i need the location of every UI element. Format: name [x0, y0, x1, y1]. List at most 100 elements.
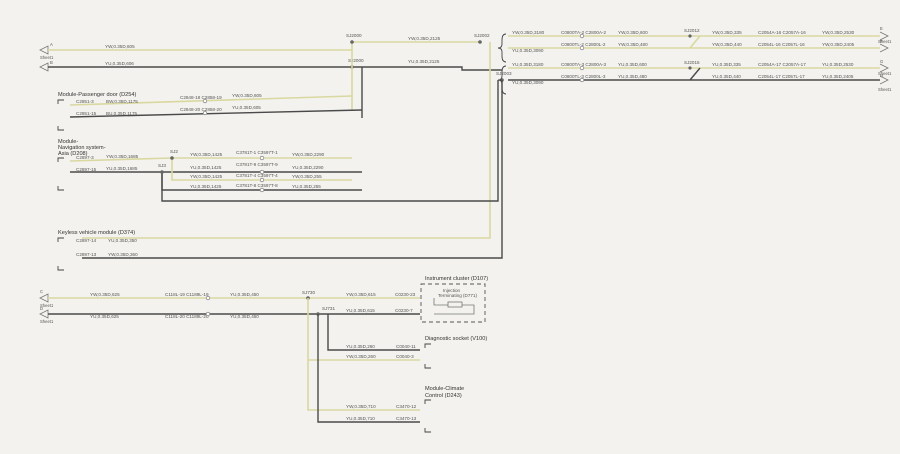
wire-label: YU,0.35D,3090 — [512, 48, 544, 53]
wire-right-row4 — [508, 67, 880, 81]
wire-label: YU,0.35D,450 — [230, 314, 259, 319]
module-title: Diagnostic socket (V100) — [425, 336, 487, 342]
wire-label: YW,0.35D,335 — [712, 30, 742, 35]
splice-label: SJ2003 — [496, 71, 512, 76]
terminator-label: Injection — [443, 288, 461, 293]
splice-label: SJ3 — [158, 163, 166, 168]
module-title: Module-Passenger door (D254) — [58, 92, 136, 98]
module-passenger-door[interactable]: Module-Passenger door (D254) — [57, 92, 136, 131]
wire-label: YU,0.35D,1425 — [190, 165, 222, 170]
sheet-ref-f[interactable]: F — [879, 39, 889, 53]
wire-label: YW,0.35D,255 — [292, 174, 322, 179]
connector-pin — [259, 155, 265, 161]
sheet-label: Sheet1 — [878, 87, 892, 92]
wire-label: YU,0.35D,2405 — [822, 74, 854, 79]
connector-pin — [202, 98, 208, 104]
wire-label: YU,0.35D,3180 — [512, 62, 544, 67]
wire-label: YW,0.35D,3180 — [512, 30, 545, 35]
sheet-letter-c: C — [40, 289, 43, 294]
connector-label: C118L-19 C1189L-19 — [165, 292, 209, 297]
sheet-label: Sheet1 — [878, 39, 892, 44]
trunk-dark-right — [82, 80, 503, 259]
wire-label: YU,0.35D,335 — [712, 62, 741, 67]
sheet-ref-b[interactable]: B — [39, 60, 53, 72]
connector-label: C0800TA-3 C2800A-3 — [561, 62, 607, 67]
splice-dot — [478, 40, 482, 44]
connector-pin — [579, 45, 585, 51]
wire-a-yellow — [48, 41, 480, 51]
wire-right-row2 — [508, 35, 880, 49]
connector-label: C2851-15 — [76, 111, 97, 116]
trunk-yellow-right — [82, 42, 491, 239]
connector-label: C3781T-1 C3597T-1 — [236, 150, 278, 155]
splice-label: SJ2000 — [346, 33, 362, 38]
module-keyless[interactable]: Keyless vehicle module (D374) — [57, 230, 135, 271]
sheet-ref-g[interactable]: G Sheet1 — [878, 59, 892, 76]
module-climate-control[interactable]: Module-Climate Control (D243) — [424, 386, 464, 433]
wire-nav-4 — [161, 172, 362, 191]
terminator-resistor — [447, 301, 463, 308]
wire-label: YU,0.35D,600 — [618, 62, 647, 67]
sheet-letter-a: A — [50, 42, 53, 47]
wire-label: YU,0.35D,615 — [346, 308, 375, 313]
module-diagnostic-socket[interactable]: Diagnostic socket (V100) — [424, 336, 487, 369]
connector-label: C0800TL-2 C2800L-2 — [561, 42, 606, 47]
module-title: Instrument cluster (D107) — [425, 276, 488, 282]
wire-label: YW,0.35D,1685 — [106, 154, 139, 159]
wire-label: YW,0.35D,2290 — [292, 152, 325, 157]
connector-pin — [259, 169, 265, 175]
connector-label: C3470-12 — [396, 404, 417, 409]
splice-dot — [688, 34, 692, 38]
connector-label: C2054L-16 C2057L-16 — [758, 42, 805, 47]
wire-label: YW,0.35D,625 — [90, 292, 120, 297]
wire-nav-3 — [171, 158, 352, 181]
wire-passenger-door-1 — [69, 95, 353, 106]
splice-label: SJ2 — [170, 149, 178, 154]
right-bracket — [497, 33, 507, 95]
module-title-line: Control (D243) — [425, 393, 462, 399]
connector-pin — [205, 295, 211, 301]
wire-label: YU,0.35D,1425 — [190, 184, 222, 189]
wire-label: YU,0.35D,450 — [230, 292, 259, 297]
connector-pin — [202, 110, 208, 116]
sheet-ref-a[interactable]: A Sheet1 — [39, 42, 54, 60]
module-title-line: Module- — [58, 139, 78, 145]
splice-label: SJ2000 — [348, 58, 364, 63]
wire-label: YU,0.35D,606 — [105, 61, 134, 66]
wire-label: YW,0.35D,480 — [618, 42, 648, 47]
wire-label: YW,0.35D,2405 — [822, 42, 855, 47]
splice-dot — [170, 156, 174, 160]
connector-label: C3781T-4 C3597T-4 — [236, 173, 278, 178]
sheet-ref-h[interactable]: H Sheet1 — [878, 73, 892, 92]
splice-label: SJ731 — [322, 306, 335, 311]
wire-label: YW,0.35D,260 — [346, 354, 376, 359]
connector-label: C2897-3 — [76, 155, 94, 160]
connector-label: C0800TL-3 C2800L-3 — [561, 74, 606, 79]
wire-label: YU,0.35D,2290 — [292, 165, 324, 170]
sheet-label: Sheet1 — [878, 71, 892, 76]
connector-pin — [579, 33, 585, 39]
sheet-label: Sheet1 — [40, 319, 54, 324]
sheet-ref-d[interactable]: D Sheet1 — [39, 306, 54, 324]
wire-label: YW,0.35D,1425 — [190, 174, 223, 179]
wire-label: BU,0.35D,1175 — [106, 111, 138, 116]
connector-label: C3781T-8 C3597T-8 — [236, 183, 278, 188]
connector-label: C0040-11 — [396, 344, 416, 349]
sheet-ref-e[interactable]: E Sheet1 — [878, 26, 892, 44]
connector-label: C3781T-9 C3597T-9 — [236, 162, 278, 167]
module-instrument-cluster[interactable]: Instrument cluster (D107) Injection Term… — [420, 276, 488, 323]
wire-label: YU,0.35D,440 — [712, 74, 741, 79]
wire-label: YW,0.35D,710 — [346, 404, 376, 409]
wire-label: YW,0.35D,2530 — [822, 30, 855, 35]
wire-label: YW,0.35D,360 — [108, 252, 138, 257]
wire-label: YU,0.35D,625 — [90, 314, 119, 319]
drop-yellow — [307, 298, 420, 411]
module-title-line: Asia (D208) — [58, 151, 88, 157]
sheet-label: Sheet1 — [40, 303, 54, 308]
sheet-letter-d: D — [40, 306, 43, 311]
connector-label: C0230-23 — [395, 292, 416, 297]
module-navigation[interactable]: Module- Navigation system- Asia (D208) — [57, 139, 106, 191]
drop-dark — [317, 314, 420, 423]
splice-label: SJ730 — [302, 290, 315, 295]
